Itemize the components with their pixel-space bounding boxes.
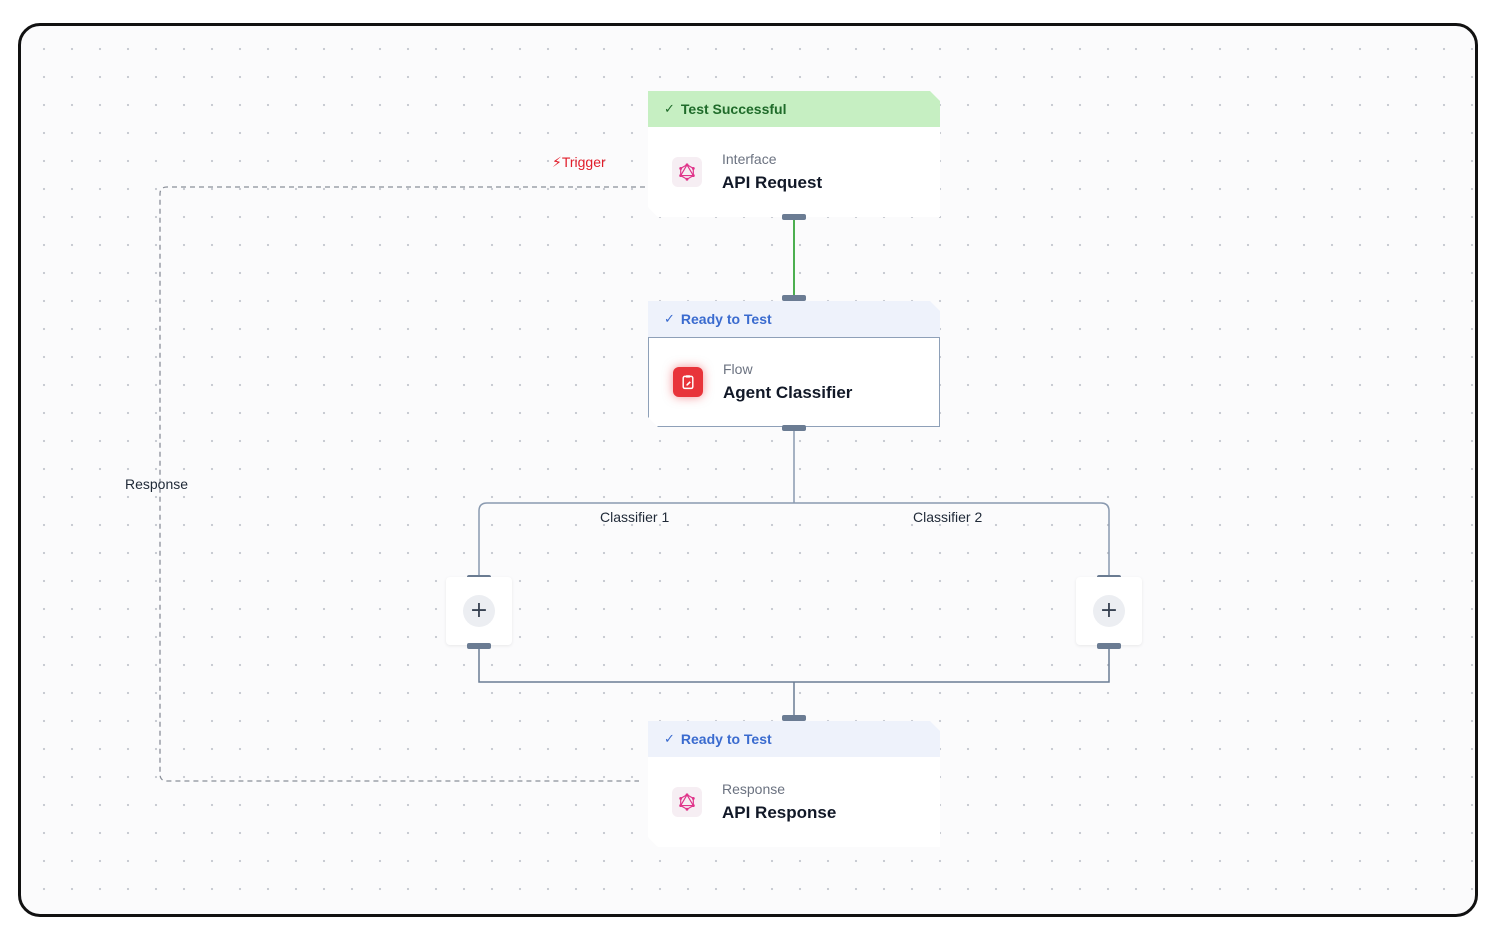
branch-placeholder-1: + <box>446 577 512 645</box>
branch-placeholder-2: + <box>1076 577 1142 645</box>
graphql-icon <box>672 787 702 817</box>
plus-icon: + <box>469 598 489 623</box>
graphql-icon <box>672 157 702 187</box>
trigger-label: ⚡Trigger <box>552 154 606 170</box>
input-handle[interactable] <box>782 295 806 301</box>
check-icon: ✓ <box>664 101 675 116</box>
edge-branch-merge <box>478 648 1110 718</box>
trigger-response-loop-edge <box>159 186 645 782</box>
branch-label-classifier-1: Classifier 1 <box>600 509 670 525</box>
workflow-edges <box>159 186 1110 782</box>
node-api-request[interactable]: ✓ Test Successful Interface API Request <box>648 91 940 217</box>
node-kind: Flow <box>723 361 753 377</box>
branch-label-classifier-2: Classifier 2 <box>913 509 983 525</box>
node-body: Flow Agent Classifier <box>648 337 940 427</box>
plus-icon: + <box>1099 598 1119 623</box>
lightning-icon: ⚡ <box>552 154 562 170</box>
status-text: Ready to Test <box>680 731 772 747</box>
clipboard-edit-icon <box>673 367 703 397</box>
node-kind: Interface <box>722 151 777 167</box>
check-icon: ✓ <box>664 731 675 746</box>
node-agent-classifier[interactable]: ✓ Ready to Test Flow Agent Classifier <box>648 301 940 427</box>
status-text: Ready to Test <box>680 311 772 327</box>
node-name: Agent Classifier <box>723 383 853 402</box>
status-text: Test Successful <box>680 101 787 117</box>
output-handle[interactable] <box>782 214 806 220</box>
response-edge-label: Response <box>125 476 189 492</box>
check-icon: ✓ <box>664 311 675 326</box>
edge-classifier-split <box>478 429 1110 578</box>
add-step-button[interactable]: + <box>463 595 495 627</box>
output-handle[interactable] <box>1097 643 1121 649</box>
node-body: Interface API Request <box>648 127 940 217</box>
node-api-response[interactable]: ✓ Ready to Test Response API Response <box>648 721 940 847</box>
input-handle[interactable] <box>782 715 806 721</box>
add-step-button[interactable]: + <box>1093 595 1125 627</box>
node-name: API Response <box>722 803 837 822</box>
output-handle[interactable] <box>782 425 806 431</box>
status-banner: ✓ Test Successful <box>648 91 940 127</box>
node-kind: Response <box>722 781 786 797</box>
node-name: API Request <box>722 173 823 192</box>
status-banner: ✓ Ready to Test <box>648 301 940 337</box>
workflow-canvas[interactable]: ⚡Trigger Response ✓ Test Successful Inte… <box>18 23 1478 917</box>
node-body: Response API Response <box>648 757 940 847</box>
output-handle[interactable] <box>467 643 491 649</box>
status-banner: ✓ Ready to Test <box>648 721 940 757</box>
